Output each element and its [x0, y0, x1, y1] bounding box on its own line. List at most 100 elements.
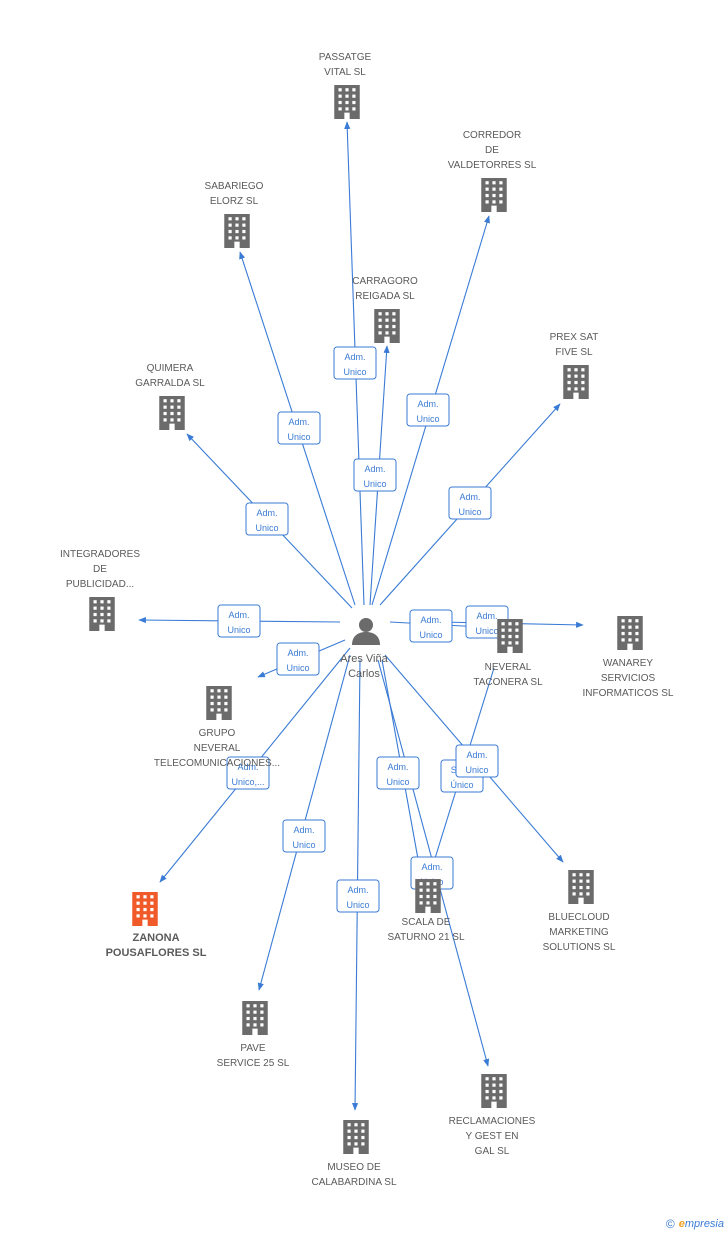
company-name-line: SABARIEGO	[205, 181, 264, 192]
company-node-zanona[interactable]: ZANONA POUSAFLORES SL	[106, 892, 207, 959]
edge-label-line: Unico	[363, 479, 386, 489]
brand-logo-initial: e	[678, 1218, 685, 1230]
edge-label-line: Adm.	[364, 464, 385, 474]
edge-label-line: Adm.	[420, 615, 441, 625]
copyright-symbol: ©	[665, 1217, 675, 1231]
edge-label-box	[245, 502, 289, 536]
edge-label-line: Adm.	[476, 611, 497, 621]
company-node-museo[interactable]: MUSEO DE CALABARDINA SL	[311, 1120, 397, 1188]
company-name-line: NEVERAL	[194, 743, 241, 754]
company-name-line: TELECOMUNICACIONES...	[154, 758, 280, 769]
company-name-line: CALABARDINA SL	[311, 1177, 396, 1188]
company-node-bluecloud[interactable]: BLUECLOUD MARKETING SOLUTIONS SL	[543, 870, 616, 953]
company-name-line: POUSAFLORES SL	[106, 947, 207, 959]
building-icon	[563, 365, 589, 399]
edge-label-line: Unico	[458, 507, 481, 517]
edge-label-line: Unico	[227, 625, 250, 635]
company-node-neveral[interactable]: NEVERAL TACONERA SL	[473, 619, 543, 688]
company-name-line: INFORMATICOS SL	[583, 688, 674, 699]
edge-label-box	[282, 819, 326, 853]
company-name-line: INTEGRADORES	[60, 549, 140, 560]
company-name-line: NEVERAL	[485, 662, 532, 673]
company-name-line: VITAL SL	[324, 67, 366, 78]
edge-label-line: Adm.	[256, 508, 277, 518]
company-name-line: BLUECLOUD	[548, 912, 609, 923]
company-node-reclamaciones[interactable]: RECLAMACIONES Y GEST EN GAL SL	[449, 1074, 536, 1157]
edge-label-box	[409, 609, 453, 643]
edge-role-label[interactable]: Adm. Unico	[217, 604, 261, 638]
company-name-line: ZANONA	[132, 932, 179, 944]
company-name-line: SERVICIOS	[601, 673, 656, 684]
company-name-line: GAL SL	[475, 1146, 510, 1157]
edge-label-box	[277, 411, 321, 445]
building-icon	[343, 1120, 369, 1154]
company-name-line: MARKETING	[549, 927, 609, 938]
edge-label-line: Adm.	[387, 762, 408, 772]
edge-label-line: Adm.	[237, 762, 258, 772]
company-name-line: RECLAMACIONES	[449, 1116, 536, 1127]
edge-role-label[interactable]: Adm.Unico,...	[226, 756, 270, 790]
edge-label-line: Adm.	[459, 492, 480, 502]
edge-label-line: Adm.	[466, 750, 487, 760]
company-name-line: GRUPO	[199, 728, 236, 739]
company-name-line: SOLUTIONS SL	[543, 942, 616, 953]
edge-role-label[interactable]: Adm.Unico	[455, 744, 499, 778]
edge-role-label[interactable]: Adm.Unico	[376, 756, 420, 790]
edge-label-line: Unico	[419, 630, 442, 640]
edge-role-label[interactable]: Adm. Unico	[448, 486, 492, 520]
edge-role-label[interactable]: Adm.Unico	[282, 819, 326, 853]
company-name-line: PAVE	[240, 1043, 266, 1054]
company-node-integradores[interactable]: INTEGRADORESDEPUBLICIDAD...	[60, 549, 140, 631]
building-icon	[224, 214, 250, 248]
person-name-line-2: Carlos	[348, 668, 380, 680]
company-node-corredor[interactable]: CORREDOR DE VALDETORRES SL	[448, 130, 537, 212]
building-icon	[481, 178, 507, 212]
company-name-line: Y GEST EN	[466, 1131, 519, 1142]
company-name-line: TACONERA SL	[473, 677, 543, 688]
building-icon	[242, 1001, 268, 1035]
person-name-line-1: Ares Viña	[340, 653, 388, 665]
building-icon	[334, 85, 360, 119]
edge-label-line: Unico	[287, 432, 310, 442]
edge-role-label[interactable]: Adm.Unico	[406, 393, 450, 427]
edge-label-box	[455, 744, 499, 778]
edge-role-label[interactable]: Adm. Unico	[409, 609, 453, 643]
edge-role-label[interactable]: Adm. Unico	[276, 642, 320, 676]
edge-label-line: Adm.	[288, 417, 309, 427]
edge-role-label[interactable]: Adm. Unico	[277, 411, 321, 445]
edge-role-label[interactable]: Adm.Unico	[333, 346, 377, 380]
edge-label-box	[353, 458, 397, 492]
company-name-line: DE	[93, 564, 107, 575]
edge-label-line: Adm.	[287, 648, 308, 658]
person-node[interactable]: Ares Viña Carlos	[340, 618, 389, 680]
company-name-line: MUSEO DE	[327, 1162, 381, 1173]
edge-label-line: Unico	[286, 663, 309, 673]
edge-label-line: Adm.	[228, 610, 249, 620]
building-icon	[568, 870, 594, 904]
company-name-line: DE	[485, 145, 499, 156]
building-icon	[374, 309, 400, 343]
edge-label-line: Adm.	[347, 885, 368, 895]
building-icon	[206, 686, 232, 720]
edge-label-line: Adm.	[417, 399, 438, 409]
company-node-grupo[interactable]: GRUPO NEVERAL TELECOMUNICACIONES...	[154, 686, 280, 769]
edge-label-box	[276, 642, 320, 676]
edge-label-box	[448, 486, 492, 520]
company-name-line: CORREDOR	[463, 130, 521, 141]
company-name-line: VALDETORRES SL	[448, 160, 537, 171]
company-name-line: PREX SAT	[550, 332, 599, 343]
edge-label-box	[217, 604, 261, 638]
edge-role-label[interactable]: Adm. Unico	[353, 458, 397, 492]
edge-role-label[interactable]: Adm.Unico	[336, 879, 380, 913]
edge-role-label[interactable]: Adm.Unico	[245, 502, 289, 536]
building-icon	[415, 879, 441, 913]
